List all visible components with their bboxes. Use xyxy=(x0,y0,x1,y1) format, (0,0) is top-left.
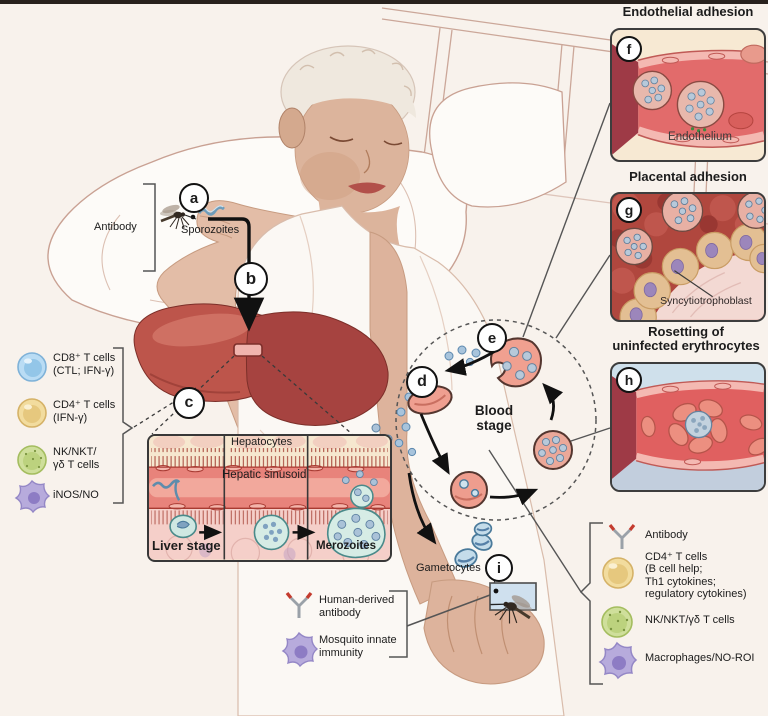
blood-stage-label: Blood stage xyxy=(474,403,514,433)
nk-nkt-gd-t-cell-label: NK/NKT/ γδ T cells xyxy=(53,446,100,471)
marker-c: c xyxy=(173,387,205,419)
cell-legend-item-cd4 xyxy=(15,395,49,436)
inos-no-label: iNOS/NO xyxy=(53,489,99,501)
hepatocytes-label: Hepatocytes xyxy=(231,436,293,448)
marker-f: f xyxy=(616,36,642,62)
hepatic-sinusoid-label: Hepatic sinusoid xyxy=(222,469,307,481)
immune-macrophage-label: Macrophages/NO-ROI xyxy=(645,652,755,664)
child-ear xyxy=(278,107,306,149)
mosquito-legend-item-innate xyxy=(277,628,321,677)
marker-h: h xyxy=(616,367,642,393)
blood-stage-circle xyxy=(395,319,597,521)
antibody-icon xyxy=(608,524,636,549)
placental-adhesion-title: Placental adhesion xyxy=(629,169,747,184)
cd8-t-cell-label: CD8⁺ T cells (CTL; IFN-γ) xyxy=(53,352,116,377)
marker-e: e xyxy=(477,323,507,353)
mosquito-legend-bracket xyxy=(389,590,408,658)
adherent-infected-cell xyxy=(632,70,725,133)
mosquito-legend-item-antibody xyxy=(282,589,316,628)
placental-infected-cells xyxy=(615,194,764,266)
syncytiotrophoblast-label: Syncytiotrophoblast xyxy=(660,295,752,307)
merozoite-release xyxy=(326,470,386,559)
cd4-t-cell-label: CD4⁺ T cells (IFN-γ) xyxy=(53,399,116,424)
liver-stage-art xyxy=(149,436,390,560)
mosquito-transmission xyxy=(489,577,537,624)
immune-antibody-label: Antibody xyxy=(645,529,688,541)
lips xyxy=(348,182,386,194)
marker-d: d xyxy=(406,366,438,398)
marker-b: b xyxy=(234,262,268,296)
liver-stage-inset xyxy=(147,434,392,562)
mosquito-icon xyxy=(160,204,197,230)
liver-zoom-marker xyxy=(233,343,263,357)
endothelial-adhesion-art xyxy=(612,44,764,155)
mosquito-innate-immunity-icon xyxy=(281,631,319,668)
top-edge xyxy=(0,0,768,4)
cell-legend-bracket xyxy=(113,347,134,504)
marker-i: i xyxy=(485,554,513,582)
liver-schizont xyxy=(253,514,290,551)
rosetting-art xyxy=(612,376,764,490)
gametocytes xyxy=(454,521,493,568)
syncytiotrophoblast-cells xyxy=(619,223,764,320)
liver-stage-label: Liver stage xyxy=(152,538,221,553)
cd4-t-cell-icon xyxy=(17,398,47,428)
ring-stage-cell xyxy=(450,471,488,509)
syncytiotrophoblast-callout xyxy=(674,270,714,298)
cd8-t-cell-icon xyxy=(17,352,47,382)
marker-a: a xyxy=(179,183,209,213)
nk-nkt-gd-t-cell-icon xyxy=(17,445,47,475)
schizont-cell xyxy=(533,430,573,470)
endothelial-adhesion-title: Endothelial adhesion xyxy=(622,4,754,19)
inos-no-cell-icon xyxy=(14,479,51,514)
gametocytes-label: Gametocytes xyxy=(416,562,481,574)
mosquito-legend-line xyxy=(406,594,491,627)
feeding-mosquito-icon xyxy=(490,595,532,624)
rupturing-schizont xyxy=(490,337,542,388)
immune-nk-label: NK/NKT/γδ T cells xyxy=(645,614,735,626)
human-derived-antibody-icon xyxy=(285,591,313,618)
mosquito-innate-immunity-label: Mosquito innate immunity xyxy=(319,634,397,659)
cell-legend-item-cd8 xyxy=(15,349,49,390)
sporozoite-in-sinusoid xyxy=(152,479,181,489)
traversing-sporozoite xyxy=(169,479,197,539)
immune-legend-item-nk xyxy=(598,603,636,646)
antibody-label: Antibody xyxy=(94,221,137,233)
human-derived-antibody-label: Human-derived antibody xyxy=(319,594,395,619)
immune-cd4-label: CD4⁺ T cells (B cell help; Th1 cytokines… xyxy=(645,551,747,600)
nose xyxy=(363,149,371,174)
hepatocyte-cells xyxy=(153,436,388,450)
closed-eye xyxy=(329,136,354,142)
immune-legend-item-macrophage xyxy=(594,638,640,689)
sporozoites-label: Sporozoites xyxy=(181,224,240,236)
immune-legend-item-cd4 xyxy=(599,554,637,597)
placental-adhesion-art xyxy=(612,194,764,320)
antibody-bracket xyxy=(143,183,156,272)
immune-legend-item-antibody xyxy=(606,522,638,559)
rosetting-title: Rosetting of uninfected erythrocytes xyxy=(612,324,760,354)
marker-g: g xyxy=(616,197,642,223)
cell-legend-item-inos xyxy=(11,476,53,523)
nk-nkt-gd-t-cell-icon xyxy=(601,606,633,638)
panel-connectors xyxy=(488,102,611,593)
rosette xyxy=(668,399,728,454)
macrophage-icon xyxy=(598,641,638,680)
cd4-t-cell-icon xyxy=(602,557,634,589)
endothelium-label: Endothelium xyxy=(668,131,732,143)
cell-legend-item-nk xyxy=(15,442,49,483)
merozoites-label: Merozoites xyxy=(316,540,377,552)
